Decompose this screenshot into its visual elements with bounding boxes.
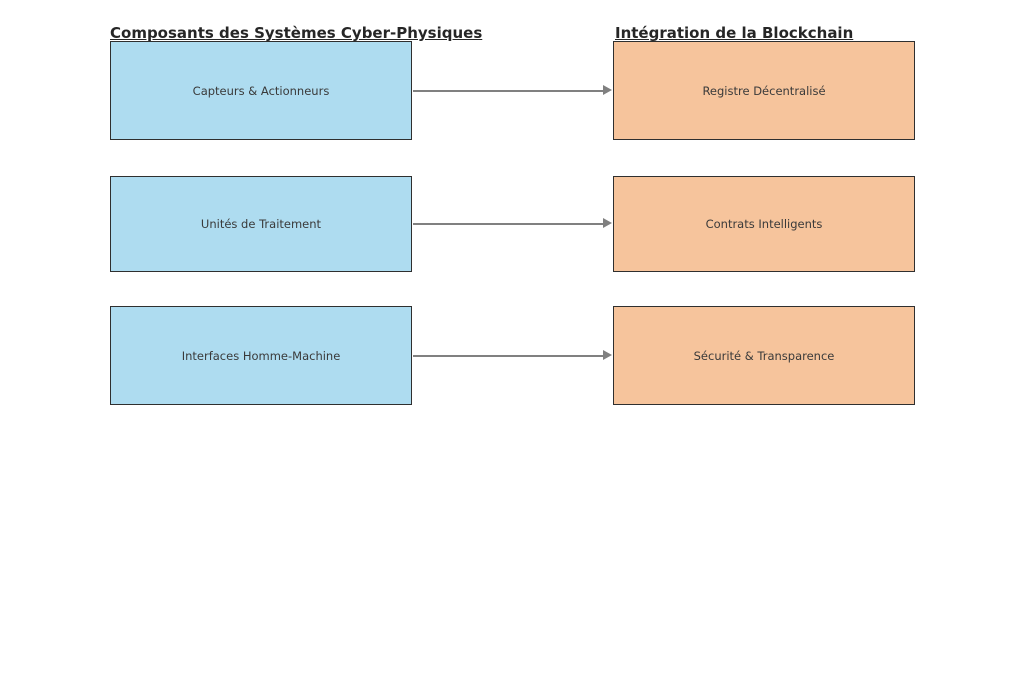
node-unites-traitement: Unités de Traitement [110, 176, 412, 272]
node-label: Sécurité & Transparence [693, 348, 835, 363]
node-label: Unités de Traitement [200, 217, 322, 231]
arrow-capteurs-to-registre-icon [413, 85, 612, 95]
right-column-title: Intégration de la Blockchain [615, 24, 854, 42]
node-contrats-intelligents: Contrats Intelligents [613, 176, 915, 272]
node-label: Registre Décentralisé [702, 83, 826, 98]
node-securite-transparence: Sécurité & Transparence [613, 306, 915, 405]
node-interfaces-homme-machine: Interfaces Homme-Machine [110, 306, 412, 405]
node-label: Capteurs & Actionneurs [192, 83, 330, 98]
node-capteurs-actionneurs: Capteurs & Actionneurs [110, 41, 412, 140]
node-label: Contrats Intelligents [705, 217, 823, 231]
left-column-title: Composants des Systèmes Cyber-Physiques [110, 24, 483, 42]
node-registre-decentralise: Registre Décentralisé [613, 41, 915, 140]
arrow-unites-to-contrats-icon [413, 218, 612, 228]
node-label: Interfaces Homme-Machine [181, 348, 341, 363]
arrow-interfaces-to-securite-icon [413, 350, 612, 360]
